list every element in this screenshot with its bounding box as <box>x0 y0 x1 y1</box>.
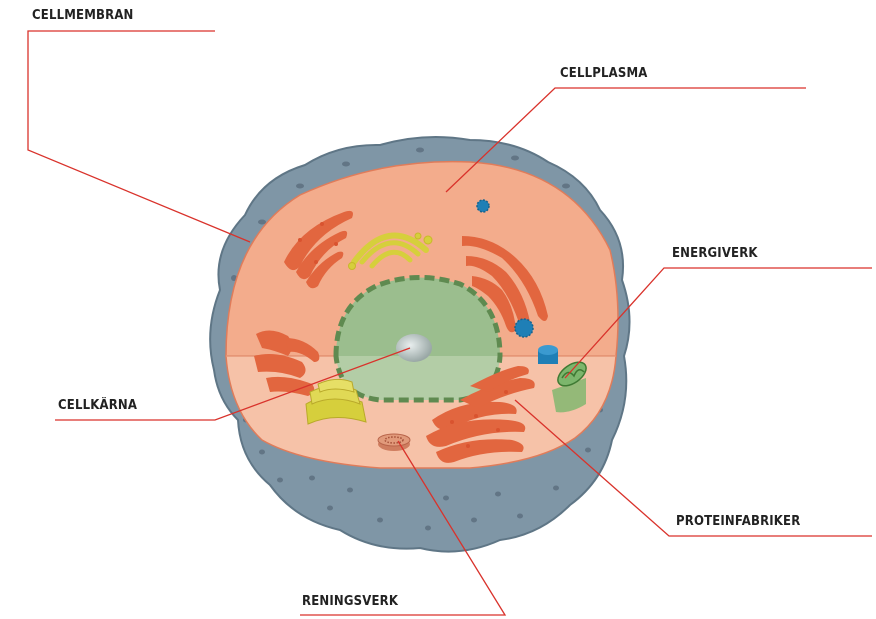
label-proteinfabriker: PROTEINFABRIKER <box>676 514 800 529</box>
label-reningsverk: RENINGSVERK <box>302 594 398 609</box>
label-energiverk: ENERGIVERK <box>672 246 758 261</box>
label-cellkarna: CELLKÄRNA <box>58 398 137 413</box>
nucleus <box>336 277 500 400</box>
label-cellplasma: CELLPLASMA <box>560 66 648 81</box>
label-cellmembran: CELLMEMBRAN <box>32 8 134 23</box>
lysosome <box>378 434 410 451</box>
leader-line-cellmembran <box>28 31 250 242</box>
